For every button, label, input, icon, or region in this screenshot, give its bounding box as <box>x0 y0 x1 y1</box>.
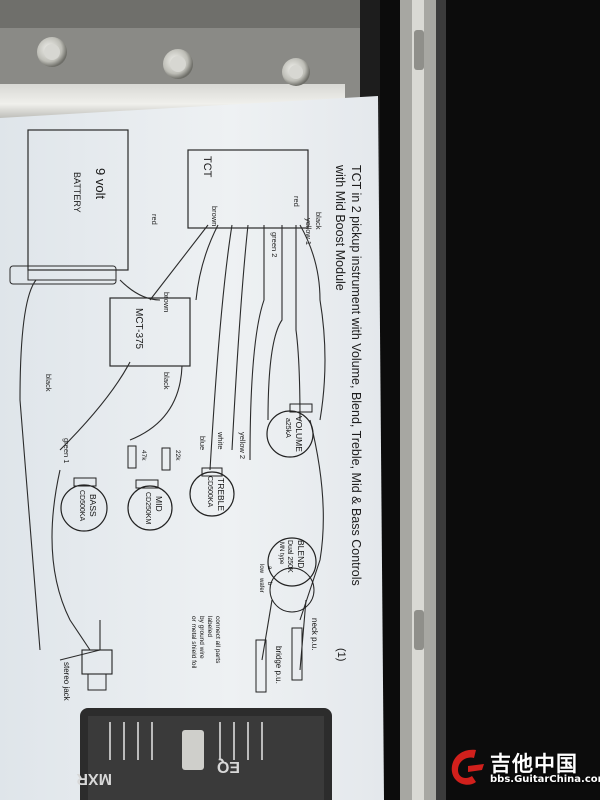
wire-label-brown-top: brown <box>210 206 219 226</box>
bass-pot: BASS CD500KA <box>60 477 108 532</box>
blend-pot-line2: MN type <box>278 542 284 565</box>
watermark-url: bbs.GuitarChina.com <box>490 774 600 785</box>
wire-label-blue: blue <box>198 436 207 450</box>
treble-pot-name: TREBLE <box>216 478 226 511</box>
battery-label: BATTERY <box>72 172 82 213</box>
bass-pot-name: BASS <box>88 494 98 517</box>
wire-label-white: white <box>216 431 225 450</box>
treble-pot-value: CD500KA <box>206 476 213 507</box>
schematic-paper <box>0 96 384 800</box>
watermark-site-name: 吉他中国 <box>490 752 578 776</box>
neck-pickup: neck p.u. <box>291 618 319 681</box>
wire-label-brown-module: brown <box>162 292 171 312</box>
volume-pot: VOLUME a25kA <box>266 403 314 458</box>
diagram-subtitle: with Mid Boost Module <box>333 164 347 291</box>
guitar-logo-icon <box>451 749 484 785</box>
ground-note-line-1: connect all parts <box>214 616 221 664</box>
wire-label-black-battery: black <box>44 374 53 392</box>
bridge-pickup-label: bridge p.u. <box>274 646 283 684</box>
resistor-22k-label: 22k <box>174 450 181 461</box>
page-number: (1) <box>335 648 347 661</box>
pedal-brand: MXR <box>76 770 112 787</box>
blend-label-a: a <box>266 566 272 570</box>
guitarchina-watermark: 吉他中国 bbs.GuitarChina.com <box>446 746 600 792</box>
resistor-47k-label: 47k <box>140 450 147 461</box>
module-label: MCT-375 <box>133 308 144 350</box>
wire-label-black-module: black <box>162 372 171 390</box>
blend-label-b: b <box>266 582 272 586</box>
ground-note-line-4: or metal shield foil <box>190 616 197 669</box>
blend-pot-line1: Dual 250K <box>286 540 293 573</box>
footswitch <box>182 730 204 770</box>
wire-label-red-battery: red <box>150 214 159 225</box>
volume-pot-name: VOLUME <box>294 416 304 452</box>
volume-pot-value: a25kA <box>284 418 291 438</box>
ground-note: connect all parts labeled by ground wire… <box>190 616 221 669</box>
wire-label-black-top: black <box>314 212 323 230</box>
wire-label-green-1: green 1 <box>62 438 71 463</box>
battery-voltage: 9 volt <box>93 168 108 199</box>
treble-pot: TREBLE CD500KA <box>189 467 235 517</box>
mid-pot: MID CD250KM <box>127 479 173 531</box>
blend-label-wafer: wafer <box>258 577 264 593</box>
stereo-jack: stereo jack <box>62 649 113 702</box>
wire-label-yellow-2: yellow 2 <box>238 432 247 459</box>
resistor-47k: 47k <box>127 445 147 469</box>
bridge-pickup: bridge p.u. <box>255 639 283 693</box>
wiring-schematic: TCT in 2 pickup instrument with Volume, … <box>9 129 363 702</box>
mid-pot-name: MID <box>154 496 164 512</box>
tct-label: TCT <box>201 156 213 178</box>
stereo-jack-label: stereo jack <box>62 662 71 702</box>
blend-pot-name: BLEND <box>296 540 306 568</box>
mct-375-module <box>109 297 191 367</box>
wire-label-red-top: red <box>292 196 301 207</box>
ground-note-line-3: by ground wire <box>198 616 205 659</box>
eq-sliders <box>109 722 263 760</box>
pedal-model: EQ <box>217 758 240 775</box>
diagram-title: TCT in 2 pickup instrument with Volume, … <box>349 165 363 586</box>
ground-note-line-2: labeled <box>206 616 213 637</box>
resistor-22k: 22k <box>161 447 181 471</box>
blend-label-low: low <box>258 564 264 574</box>
wire-label-green-2: green 2 <box>270 232 279 257</box>
bass-pot-value: CD500KA <box>78 490 85 521</box>
neck-pickup-label: neck p.u. <box>310 618 319 650</box>
blend-pot: BLEND Dual 250K MN type a b low wafer <box>258 537 317 613</box>
mid-pot-value: CD250KM <box>144 492 151 524</box>
wire-label-yellow-1: yellow 1 <box>304 218 313 245</box>
